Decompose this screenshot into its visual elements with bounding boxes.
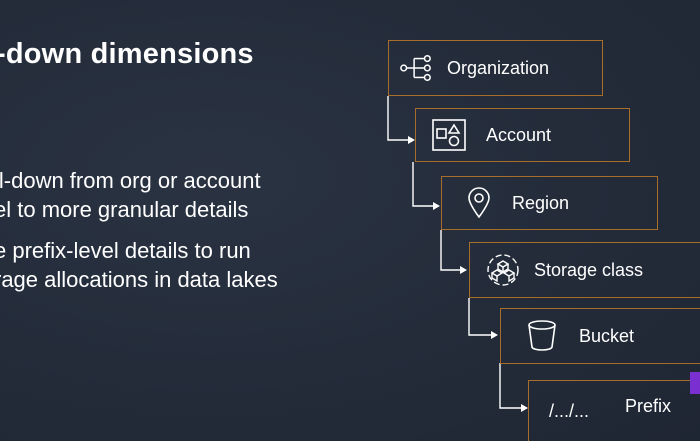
hierarchy-label: Bucket: [579, 325, 635, 346]
hierarchy-label: Account: [486, 124, 552, 145]
bullet-item: ll-down from org or account el to more g…: [0, 166, 339, 224]
bullet-line: rage allocations in data lakes: [0, 267, 278, 292]
bucket-icon: [525, 319, 559, 353]
hierarchy-label: Organization: [447, 57, 550, 78]
bullet-line: ll-down from org or account: [0, 168, 261, 193]
bullet-line: el to more granular details: [0, 197, 249, 222]
accent-tab: [690, 372, 700, 394]
hierarchy-box-organization[interactable]: Organization: [388, 40, 603, 96]
hierarchy-label: Prefix: [625, 395, 672, 416]
bullet-line: e prefix-level details to run: [0, 238, 251, 263]
connector-bucket-prefix: [499, 363, 521, 409]
hierarchy-box-region[interactable]: Region: [441, 176, 658, 230]
bullet-list: ll-down from org or account el to more g…: [0, 166, 339, 306]
connector-region-storage: [440, 230, 460, 271]
org-tree-icon: [399, 51, 433, 85]
connector-storage-bucket: [468, 298, 491, 336]
slide-title: -down dimensions: [0, 38, 254, 70]
connector-account-region: [412, 162, 433, 207]
hierarchy-box-bucket[interactable]: Bucket: [500, 308, 700, 364]
connector-org-account: [387, 96, 408, 141]
bullet-item: e prefix-level details to run rage alloc…: [0, 236, 339, 294]
path-icon-text: /.../...: [549, 400, 590, 421]
hierarchy-label: Storage class: [534, 259, 644, 280]
path-icon: /.../...: [549, 394, 609, 428]
hierarchy-label: Region: [512, 192, 570, 213]
hierarchy-box-prefix[interactable]: /.../... Prefix: [528, 380, 700, 441]
shapes-icon: [432, 118, 466, 152]
map-pin-icon: [462, 186, 496, 220]
cubes-icon: [486, 253, 520, 287]
hierarchy-box-account[interactable]: Account: [415, 108, 630, 162]
hierarchy-box-storage-class[interactable]: Storage class: [469, 242, 700, 298]
